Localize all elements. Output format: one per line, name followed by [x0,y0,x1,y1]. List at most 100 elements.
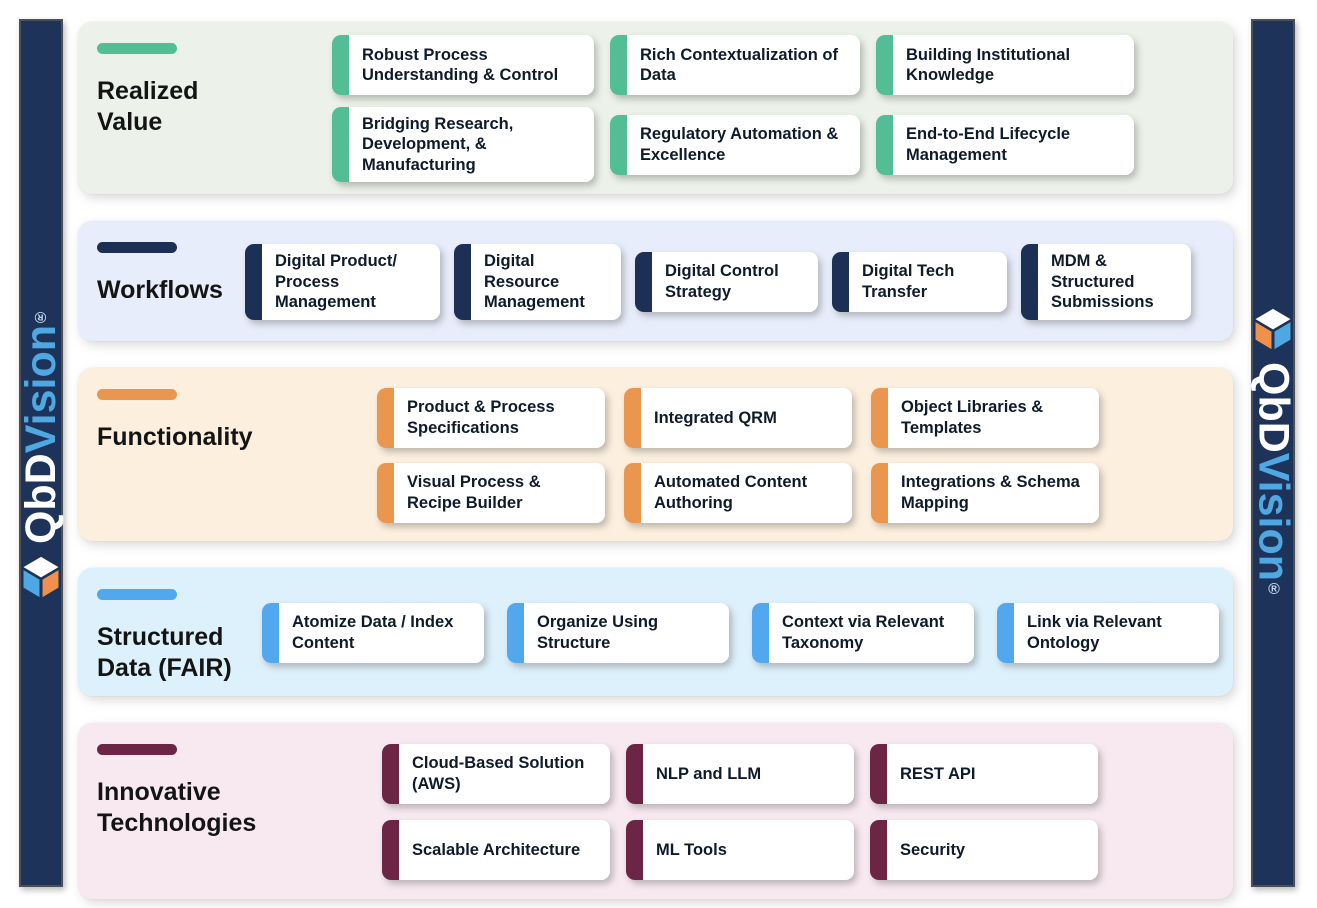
section-title-block: Functionality [97,381,377,529]
card-accent-bar [454,244,471,320]
section-accent-dash [97,242,177,254]
feature-card: End-to-End Lifecycle Management [876,114,1134,175]
section-accent-dash [97,744,177,756]
card-accent-bar [871,387,888,448]
section-title-block: Structured Data (FAIR) [97,581,262,684]
feature-card-label: Building Institutional Knowledge [893,35,1134,95]
feature-card: Scalable Architecture [382,819,610,880]
feature-card: Rich Contextualization of Data [610,35,860,95]
feature-card: Bridging Research, Development, & Manufa… [332,107,594,183]
feature-card-label: Link via Relevant Ontology [1014,602,1219,663]
card-accent-bar [610,114,627,175]
feature-card-label: MDM & Structured Submissions [1038,244,1191,320]
feature-card-label: Product & Process Specifications [394,387,605,448]
feature-card: Security [870,819,1098,880]
feature-card: Product & Process Specifications [377,387,605,448]
card-accent-bar [1021,244,1038,320]
feature-card: Context via Relevant Taxonomy [752,602,974,663]
feature-card-label: Security [887,819,1098,880]
card-accent-bar [871,462,888,523]
section-cards: Robust Process Understanding & Control R… [332,35,1213,183]
feature-card: Building Institutional Knowledge [876,35,1134,95]
feature-card-label: Regulatory Automation & Excellence [627,114,860,175]
brand-wordmark: QbDVision® [16,308,65,545]
card-accent-bar [832,251,849,312]
feature-card: Visual Process & Recipe Builder [377,462,605,523]
feature-card: Integrated QRM [624,387,852,448]
feature-card-label: REST API [887,743,1098,804]
section-title-block: Innovative Technologies [97,736,382,887]
feature-card-label: NLP and LLM [643,743,854,804]
card-accent-bar [377,462,394,523]
section-cards: Cloud-Based Solution (AWS) NLP and LLM R… [382,736,1213,887]
feature-card: Automated Content Authoring [624,462,852,523]
section-title: Structured Data (FAIR) [97,623,232,683]
section-cards: Product & Process Specifications Integra… [377,381,1213,529]
section-accent-dash [97,589,177,601]
card-accent-bar [870,819,887,880]
card-accent-bar [262,602,279,663]
brand-wordmark-prefix: QbD [1249,361,1298,453]
card-accent-bar [610,35,627,95]
section-functionality: Functionality Product & Process Specific… [78,368,1233,542]
registered-trademark-symbol: ® [1265,581,1283,599]
feature-card: Robust Process Understanding & Control [332,35,594,95]
feature-card-label: Digital Resource Management [471,244,621,320]
feature-card: REST API [870,743,1098,804]
feature-card-label: Object Libraries & Templates [888,387,1099,448]
brand-wordmark-prefix: QbD [16,453,65,545]
card-accent-bar [752,602,769,663]
card-accent-bar [624,387,641,448]
brand-wordmark-suffix: Vision [16,324,65,454]
feature-card: Atomize Data / Index Content [262,602,484,663]
section-title: Innovative Technologies [97,778,257,838]
feature-card: Object Libraries & Templates [871,387,1099,448]
qbdvision-cube-logo-icon [1255,308,1291,350]
card-accent-bar [876,114,893,175]
feature-card-label: Context via Relevant Taxonomy [769,602,974,663]
feature-card: Regulatory Automation & Excellence [610,114,860,175]
feature-card-label: ML Tools [643,819,854,880]
feature-card: Digital Resource Management [454,244,621,320]
card-accent-bar [332,107,349,183]
section-title-block: Workflows [97,234,245,329]
section-cards: Digital Product/ Process Management Digi… [245,234,1213,329]
card-accent-bar [245,244,262,320]
card-accent-bar [624,462,641,523]
section-cards: Atomize Data / Index Content Organize Us… [262,581,1219,684]
card-accent-bar [382,819,399,880]
feature-card-label: Digital Tech Transfer [849,251,1007,312]
section-workflows: Workflows Digital Product/ Process Manag… [78,221,1233,342]
card-accent-bar [507,602,524,663]
feature-card: Link via Relevant Ontology [997,602,1219,663]
feature-card-label: Visual Process & Recipe Builder [394,462,605,523]
feature-card: NLP and LLM [626,743,854,804]
section-structured-data: Structured Data (FAIR) Atomize Data / In… [78,568,1233,697]
section-innovative-technologies: Innovative Technologies Cloud-Based Solu… [78,723,1233,900]
feature-card: Digital Tech Transfer [832,251,1007,312]
section-accent-dash [97,389,177,401]
feature-card-label: Bridging Research, Development, & Manufa… [349,107,594,183]
feature-card: Organize Using Structure [507,602,729,663]
feature-card-label: Integrations & Schema Mapping [888,462,1099,523]
card-accent-bar [870,743,887,804]
feature-card: ML Tools [626,819,854,880]
feature-card-label: Cloud-Based Solution (AWS) [399,743,610,804]
section-accent-dash [97,43,177,54]
feature-card-label: Digital Control Strategy [652,251,818,312]
feature-card: Integrations & Schema Mapping [871,462,1099,523]
feature-card-label: Rich Contextualization of Data [627,35,860,95]
brand-rail-left: QbDVision® [16,19,65,887]
feature-card-label: Automated Content Authoring [641,462,852,523]
card-accent-bar [626,743,643,804]
feature-card: Digital Product/ Process Management [245,244,440,320]
feature-card-label: Organize Using Structure [524,602,729,663]
feature-card: MDM & Structured Submissions [1021,244,1191,320]
section-title-block: Realized Value [97,35,332,182]
brand-wordmark: QbDVision® [1249,361,1298,599]
feature-card: Digital Control Strategy [635,251,818,312]
feature-card-label: Integrated QRM [641,387,852,448]
brand-rail-right: QbDVision® [1249,19,1298,887]
card-accent-bar [377,387,394,448]
section-title: Realized Value [97,77,199,136]
